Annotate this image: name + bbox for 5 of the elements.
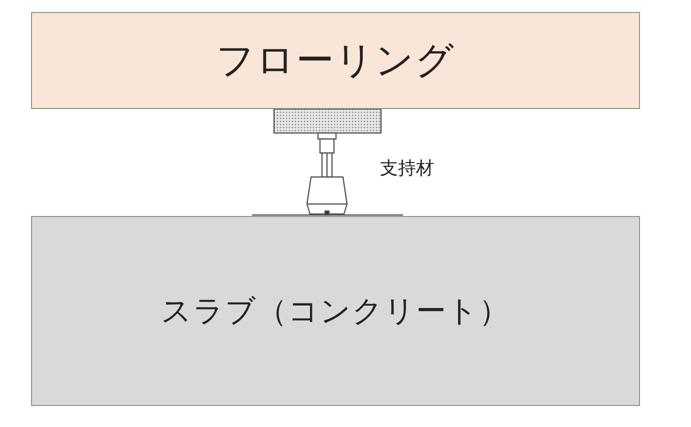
part-label: 支持材 bbox=[380, 157, 434, 180]
box-label: スラブ（コンクリート） bbox=[161, 292, 510, 330]
flooring-panel bbox=[31, 12, 640, 109]
slab-block bbox=[31, 216, 640, 406]
box-label: フローリング bbox=[216, 37, 455, 84]
